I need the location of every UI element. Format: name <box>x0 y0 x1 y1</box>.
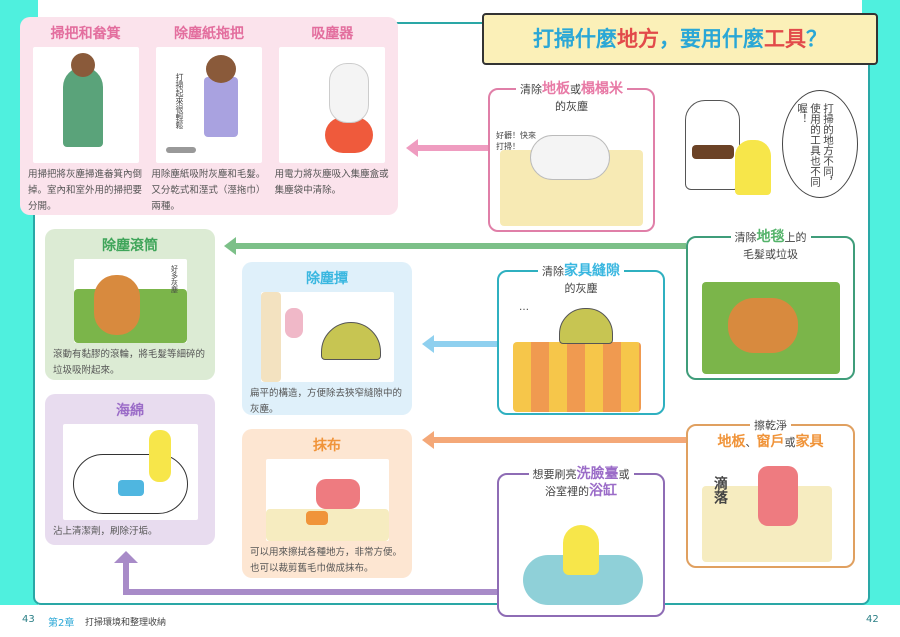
caption: 或 <box>784 436 796 449</box>
place-furniture-gap-card: 清除家具縫隙的灰塵 … <box>497 263 665 415</box>
broom-illustration <box>32 47 139 163</box>
tool-name: 除塵撢 <box>306 271 348 287</box>
caption: 或 <box>570 83 581 96</box>
illus-text: 好髒！快來打掃！ <box>496 131 536 151</box>
arrow-bath-to-sponge-vertical <box>123 560 129 595</box>
tool-sponge-box: 海綿 沾上清潔劑，刷除汙垢。 <box>45 394 215 545</box>
tool-name: 掃把和畚箕 <box>50 26 121 42</box>
caption-highlight: 地毯 <box>756 229 785 245</box>
arrow-wipe-to-cloth <box>422 431 686 449</box>
illus-text: 滴落 <box>712 476 728 504</box>
caption-highlight: 榻榻米 <box>581 81 623 97</box>
tool-desc: 用除塵紙吸附灰塵和毛髮。又分乾式和溼式（溼拖巾）兩種。 <box>151 169 266 212</box>
tool-name: 海綿 <box>116 403 144 419</box>
tool-mop: 除塵紙拖把 打掃起來很輕鬆 用除塵紙吸附灰塵和毛髮。又分乾式和溼式（溼拖巾）兩種… <box>151 23 266 215</box>
tool-cloth-box: 抹布 可以用來擦拭各種地方，非常方便。也可以裁剪舊毛巾做成抹布。 <box>242 429 412 578</box>
caption: 清除 <box>734 231 757 244</box>
roller-illustration: 好多灰塵 <box>73 259 187 343</box>
arrow-bath-to-sponge <box>123 589 497 595</box>
tool-name: 除塵紙拖把 <box>173 26 244 42</box>
title-text: 地方 <box>617 27 659 51</box>
speech-bubble: 打掃的地方不同，使用的工具也不同喔！ <box>782 90 858 198</box>
title-text: 打掃什麼 <box>533 27 617 51</box>
title-text: ，要用什麼 <box>659 27 764 51</box>
page-number-right: 42 <box>866 614 879 625</box>
tool-name: 除塵滾筒 <box>102 238 158 254</box>
caption-highlight: 地板 <box>717 434 746 450</box>
duster-illustration <box>260 292 394 382</box>
tool-broom: 掃把和畚箕 用掃把將灰塵掃進畚箕內倒掉。室內和室外用的掃把要分開。 <box>28 23 143 215</box>
speech-text: 打掃的地方不同，使用的工具也不同喔！ <box>796 103 834 187</box>
tool-vacuum: 吸塵器 用電力將灰塵吸入集塵盒或集塵袋中清除。 <box>275 23 390 215</box>
place-wipe-card: 擦乾淨地板、窗戶或家具 滴落 <box>686 419 855 568</box>
arrow-carpet-to-roller <box>224 237 686 255</box>
tool-desc: 滾動有黏膠的滾輪，將毛髮等細碎的垃圾吸附起來。 <box>53 349 206 376</box>
mop-illustration: 打掃起來很輕鬆 <box>155 47 262 163</box>
tool-desc: 用電力將灰塵吸入集塵盒或集塵袋中清除。 <box>274 169 389 196</box>
caption-highlight: 浴缸 <box>589 483 617 499</box>
illus-text: … <box>519 302 529 313</box>
chapter-label: 第2章 <box>48 618 75 629</box>
caption: 擦乾淨 <box>750 419 791 432</box>
tool-name: 抹布 <box>313 438 341 454</box>
floor-tools-box: 掃把和畚箕 用掃把將灰塵掃進畚箕內倒掉。室內和室外用的掃把要分開。 除塵紙拖把 … <box>20 17 398 215</box>
caption-highlight: 家具縫隙 <box>564 263 620 279</box>
tool-name: 吸塵器 <box>311 26 354 42</box>
illus-text: 打掃起來很輕鬆 <box>174 73 184 129</box>
arrow-floor-to-tools <box>406 139 488 157</box>
page-title: 打掃什麼地方，要用什麼工具？ <box>482 13 878 65</box>
caption-highlight: 地板 <box>542 81 570 97</box>
tool-duster-box: 除塵撢 扁平的構造，方便除去狹窄縫隙中的灰塵。 <box>242 262 412 415</box>
tool-desc: 沾上清潔劑，刷除汙垢。 <box>53 526 158 537</box>
turtle-furniture-illustration <box>513 342 641 412</box>
tool-desc: 可以用來擦拭各種地方，非常方便。也可以裁剪舊毛巾做成抹布。 <box>250 547 403 574</box>
caption: 毛髮或垃圾 <box>743 248 798 261</box>
caption: 、 <box>745 436 757 449</box>
caption: 想要刷亮 <box>532 468 577 481</box>
place-floor-card: 清除地板或榻榻米的灰塵 好髒！快來打掃！ <box>488 81 655 232</box>
title-text: ？ <box>806 27 827 51</box>
caption: 的灰塵 <box>564 282 598 295</box>
tool-roller-box: 除塵滾筒 好多灰塵 滾動有黏膠的滾輪，將毛髮等細碎的垃圾吸附起來。 <box>45 229 215 380</box>
caption: 清除 <box>542 265 564 278</box>
arrow-head <box>114 551 138 563</box>
tool-desc: 扁平的構造，方便除去狹窄縫隙中的灰塵。 <box>250 388 403 415</box>
tool-desc: 用掃把將灰塵掃進畚箕內倒掉。室內和室外用的掃把要分開。 <box>28 169 143 212</box>
caption-highlight: 洗臉臺 <box>576 466 619 482</box>
cloth-illustration <box>265 459 389 541</box>
caption: 或 <box>618 468 630 481</box>
chapter-title: 打掃環境和整理收納 <box>85 618 167 628</box>
caption: 的灰塵 <box>555 100 588 113</box>
chick-illustration <box>735 140 771 195</box>
caption-highlight: 窗戶 <box>756 434 785 450</box>
illus-text: 好多灰塵 <box>170 265 179 293</box>
arrow-gap-to-duster <box>422 335 497 353</box>
caption: 清除 <box>520 83 542 96</box>
sponge-illustration <box>62 424 198 520</box>
caption-highlight: 家具 <box>795 434 824 450</box>
page-number-left: 43 <box>22 614 35 625</box>
place-carpet-card: 清除地毯上的毛髮或垃圾 <box>686 229 855 380</box>
eagle-illustration <box>685 100 740 190</box>
vacuum-illustration <box>279 47 386 163</box>
caption: 浴室裡的 <box>545 485 589 498</box>
place-bath-card: 想要刷亮洗臉臺或浴室裡的浴缸 <box>497 466 665 617</box>
caption: 上的 <box>784 231 807 244</box>
title-text: 工具 <box>764 27 806 51</box>
